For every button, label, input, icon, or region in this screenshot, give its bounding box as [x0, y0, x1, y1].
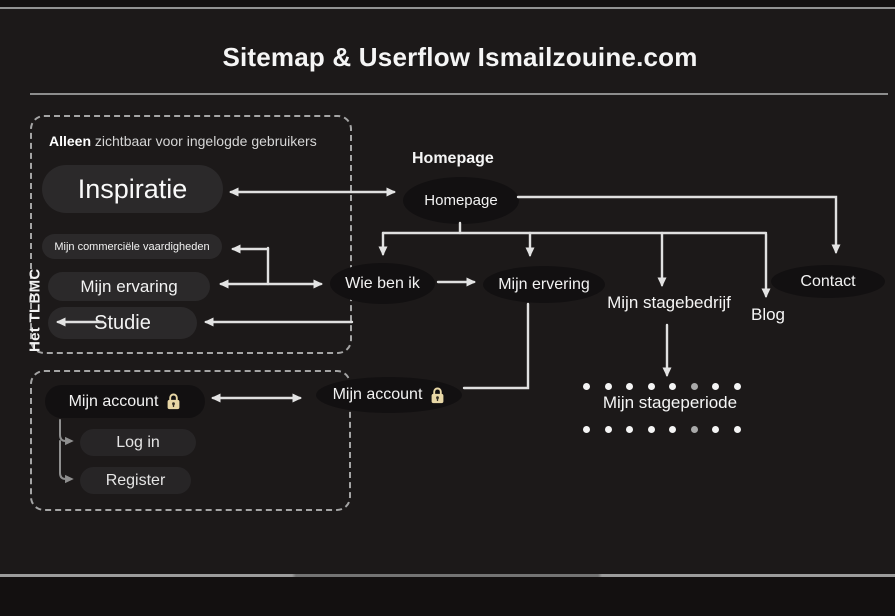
- dot: [583, 382, 590, 390]
- node-mijn-ervaring: Mijn ervaring: [48, 272, 210, 301]
- loggedin-note-bold: Alleen: [49, 133, 92, 149]
- dot: [712, 425, 720, 433]
- node-mijn-account: Mijn account: [316, 377, 462, 413]
- dot: [626, 382, 634, 390]
- tlbmc-side-label: Het TLBMC: [26, 268, 44, 352]
- stageperiode-dotted-border-bottom: [583, 425, 741, 433]
- node-studie: Studie: [48, 307, 197, 339]
- dot: [690, 425, 698, 433]
- account-group-box: [30, 370, 351, 511]
- node-mijn-account-pill: Mijn account: [45, 385, 205, 418]
- page-title: Sitemap & Userflow Ismailzouine.com: [222, 42, 698, 72]
- bottom-bar: [0, 577, 895, 616]
- dot: [647, 382, 655, 390]
- dot: [690, 382, 698, 390]
- node-contact: Contact: [771, 265, 885, 298]
- lock-icon: [166, 393, 181, 410]
- dot: [669, 382, 677, 390]
- label-mijn-stagebedrijf: Mijn stagebedrijf: [607, 293, 731, 312]
- loggedin-note: Alleen zichtbaar voor ingelogde gebruike…: [49, 133, 317, 149]
- stageperiode-dotted-border-top: [583, 382, 741, 390]
- node-wie-ben-ik: Wie ben ik: [330, 263, 435, 304]
- node-homepage: Homepage: [403, 177, 519, 224]
- title-divider: [30, 93, 888, 95]
- line-ervering-account: [462, 302, 530, 390]
- top-bar: [0, 0, 895, 9]
- dot: [733, 382, 741, 390]
- dot: [712, 382, 720, 390]
- dot: [604, 382, 612, 390]
- dot: [647, 425, 655, 433]
- loggedin-note-rest: zichtbaar voor ingelogde gebruikers: [91, 133, 317, 149]
- lock-icon: [430, 387, 445, 404]
- dot: [733, 425, 741, 433]
- node-register: Register: [80, 467, 191, 494]
- node-log-in: Log in: [80, 429, 196, 456]
- node-mijn-ervering: Mijn ervering: [483, 266, 605, 303]
- mijn-account-pill-label: Mijn account: [68, 392, 159, 410]
- dot: [669, 425, 677, 433]
- dot: [604, 425, 612, 433]
- homepage-heading: Homepage: [412, 150, 494, 167]
- label-blog: Blog: [750, 305, 786, 324]
- label-mijn-stageperiode: Mijn stageperiode: [602, 393, 738, 412]
- loggedin-group-box: [30, 115, 352, 354]
- node-inspiratie: Inspiratie: [42, 165, 223, 213]
- mijn-account-node-label: Mijn account: [332, 386, 423, 403]
- bottom-divider: [0, 574, 895, 577]
- node-commerciele-vaardigheden: Mijn commerciële vaardigheden: [42, 234, 222, 259]
- dot: [626, 425, 634, 433]
- dot: [583, 425, 590, 433]
- arrow-homepage-contact: [516, 195, 841, 254]
